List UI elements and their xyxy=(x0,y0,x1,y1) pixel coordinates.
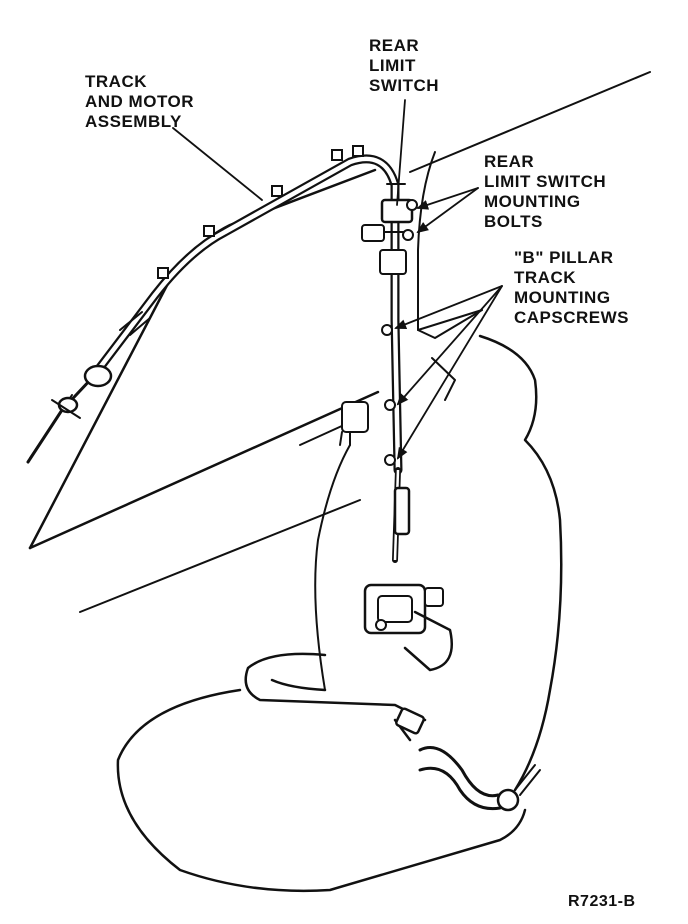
leader-capscrew-2 xyxy=(396,285,503,406)
leader-capscrew-1 xyxy=(394,285,503,329)
seat-outline xyxy=(116,334,563,893)
leader-track-motor xyxy=(172,127,263,201)
leader-rear-limit-switch xyxy=(396,99,406,206)
leader-lines xyxy=(172,99,503,460)
leader-bolt-2 xyxy=(416,187,479,234)
belt-anchor-assembly xyxy=(244,401,541,812)
track-and-motor-assembly xyxy=(26,145,406,475)
body-outline xyxy=(409,71,651,339)
leader-bolt-1 xyxy=(416,187,479,210)
label-rear-limit-switch: REAR LIMIT SWITCH xyxy=(369,36,440,95)
label-track-and-motor-assembly: TRACK AND MOTOR ASSEMBLY xyxy=(85,72,195,131)
figure-id: R7231-B xyxy=(568,893,636,910)
label-b-pillar-track-mounting-capscrews: "B" PILLAR TRACK MOUNTING CAPSCREWS xyxy=(514,248,630,327)
label-rear-limit-switch-mounting-bolts: REAR LIMIT SWITCH MOUNTING BOLTS xyxy=(484,152,607,231)
rear-limit-switch xyxy=(361,198,418,275)
leader-capscrew-3 xyxy=(396,285,503,460)
